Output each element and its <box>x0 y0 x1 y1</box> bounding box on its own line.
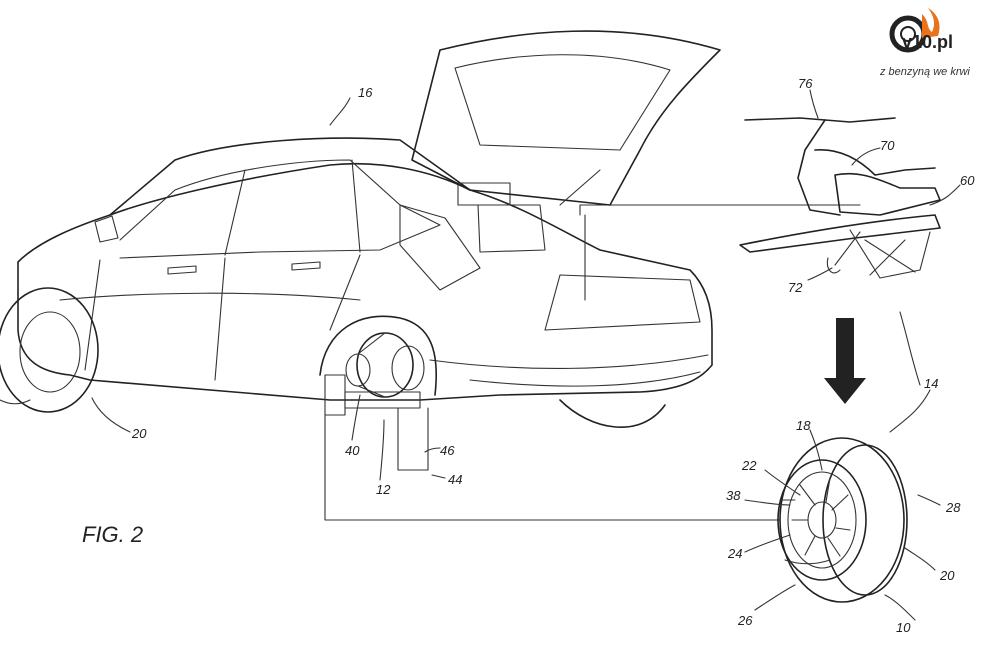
label-46: 46 <box>440 443 455 458</box>
tire-flame-icon <box>889 8 940 53</box>
logo-brand-text: v10.pl <box>902 32 954 52</box>
label-38: 38 <box>726 488 741 503</box>
electric-scooter <box>739 117 941 279</box>
label-26: 26 <box>737 613 753 628</box>
label-44: 44 <box>448 472 462 487</box>
down-arrow <box>824 318 866 404</box>
label-28: 28 <box>945 500 961 515</box>
label-40: 40 <box>345 443 360 458</box>
leader-lines <box>91 89 961 621</box>
logo-tagline: z benzyną we krwi <box>880 66 970 78</box>
drive-wheel <box>777 437 908 603</box>
v10-logo: v10.pl z benzyną we krwi <box>878 2 988 92</box>
label-22: 22 <box>741 458 757 473</box>
reference-labels: 16 76 70 60 72 14 18 22 38 24 26 10 20 2… <box>131 76 975 635</box>
label-14: 14 <box>924 376 938 391</box>
label-12: 12 <box>376 482 391 497</box>
label-24: 24 <box>727 546 742 561</box>
label-70: 70 <box>880 138 895 153</box>
label-20-car: 20 <box>131 426 147 441</box>
figure-caption: FIG. 2 <box>82 522 143 547</box>
label-16: 16 <box>358 85 373 100</box>
hatchback-car <box>0 30 861 521</box>
label-10: 10 <box>896 620 911 635</box>
label-76: 76 <box>798 76 813 91</box>
label-18: 18 <box>796 418 811 433</box>
label-72: 72 <box>788 280 803 295</box>
label-20-wheel: 20 <box>939 568 955 583</box>
label-60: 60 <box>960 173 975 188</box>
